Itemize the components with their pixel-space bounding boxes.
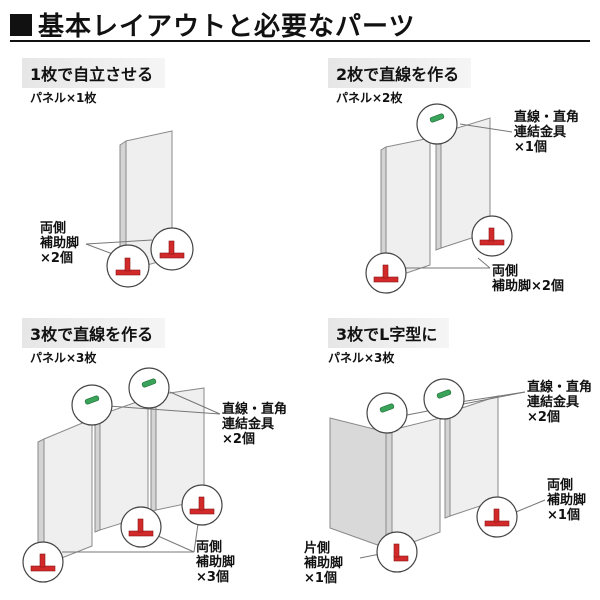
callout-line: 片側 [304, 541, 331, 556]
panel-edge [435, 132, 442, 251]
callout-s3-feet: 両側 補助脚 ×3個 [196, 540, 235, 585]
page-title-text: 基本レイアウトと必要なパーツ [38, 12, 416, 42]
panel-edge [150, 394, 157, 513]
callout-line: 連結金具 [514, 125, 567, 140]
title-divider [10, 40, 590, 42]
leader-line [477, 257, 491, 269]
callout-line: 両側 [547, 478, 574, 493]
leader-line [85, 239, 153, 245]
connector-magnifier [366, 392, 408, 434]
panel-edge [444, 411, 451, 519]
section-4-illustration [329, 378, 546, 573]
callout-s4-connector: 直線・直角 連結金具 ×2個 [527, 380, 592, 425]
callout-line: ×1個 [304, 571, 337, 586]
callout-line: 連結金具 [222, 417, 275, 432]
leader-line [107, 405, 221, 415]
callout-line: 補助脚 [196, 555, 236, 570]
callout-line: 補助脚 [304, 556, 344, 571]
callout-line: ×2個 [222, 432, 255, 447]
callout-line: 両側 [492, 264, 519, 279]
connector-magnifier [128, 367, 170, 409]
connector-magnifier [416, 103, 458, 145]
section-2-heading: 2枚で直線を作る [328, 58, 472, 88]
callout-line: ×1個 [547, 508, 580, 523]
callout-line: 補助脚×2個 [492, 279, 564, 294]
callout-line: 直線・直角 [514, 110, 580, 125]
callout-s1-feet: 両側 補助脚 ×2個 [40, 221, 79, 266]
leader-line [157, 535, 195, 553]
leader-line [169, 391, 221, 415]
callout-s2-connector: 直線・直角 連結金具 ×1個 [514, 110, 579, 155]
callout-line: 連結金具 [527, 395, 580, 410]
section-1-sub: パネル×1枚 [30, 91, 97, 105]
panel-edge [94, 414, 101, 533]
panel [385, 137, 431, 281]
single-side-foot [393, 543, 409, 562]
callout-line: 補助脚 [40, 236, 80, 251]
connector-magnifier [71, 384, 113, 426]
section-1-illustration [85, 130, 194, 288]
panel [391, 417, 441, 551]
callout-s2-feet: 両側 補助脚×2個 [492, 264, 564, 294]
panel [329, 417, 387, 549]
leader-line [459, 123, 513, 133]
callout-line: ×3個 [196, 570, 229, 585]
callout-s4-double-feet: 両側 補助脚 ×1個 [547, 478, 586, 523]
callout-line: 直線・直角 [222, 402, 288, 417]
callout-line: ×2個 [40, 251, 73, 266]
title-square-icon [10, 13, 32, 36]
page-title: 基本レイアウトと必要なパーツ [10, 6, 415, 43]
leader-line [193, 523, 199, 553]
section-3-illustration [22, 367, 223, 583]
panel [43, 418, 93, 566]
section-2-sub: パネル×2枚 [336, 91, 403, 105]
callout-s3-connector: 直線・直角 連結金具 ×2個 [222, 402, 287, 447]
callout-line: 直線・直角 [527, 380, 593, 395]
connector-magnifier [423, 378, 465, 420]
section-4-heading: 3枚でL字型に [328, 318, 450, 348]
callout-line: 補助脚 [547, 493, 587, 508]
section-4-sub: パネル×3枚 [328, 351, 395, 365]
callout-line: ×1個 [514, 140, 547, 155]
section-1-heading: 1枚で自立させる [22, 58, 166, 88]
section-3-sub: パネル×3枚 [30, 351, 97, 365]
section-2-illustration [365, 103, 513, 294]
leader-line [515, 499, 546, 513]
leader-line [459, 391, 526, 403]
callout-line: 両側 [196, 540, 223, 555]
panel-edge [385, 429, 393, 551]
callout-s4-single-feet: 片側 補助脚 ×1個 [304, 541, 343, 586]
callout-line: 両側 [40, 221, 67, 236]
callout-line: ×2個 [527, 410, 560, 425]
section-3-heading: 3枚で直線を作る [22, 318, 166, 348]
